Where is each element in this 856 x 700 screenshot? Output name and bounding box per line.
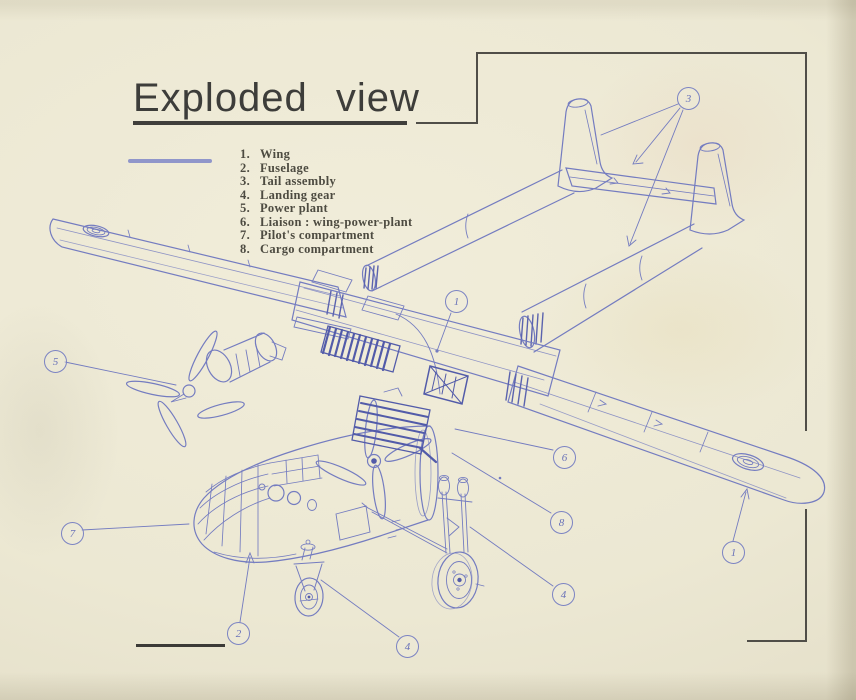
- liaison-mount: [423, 365, 469, 405]
- legend-label: Tail assembly: [260, 174, 337, 188]
- leader-lines: [64, 103, 750, 638]
- main-landing-gear: [361, 474, 485, 610]
- legend-item: 1. Wing: [232, 147, 413, 162]
- callout-4-nose-gear: 4: [396, 635, 419, 658]
- engine-left: [125, 330, 287, 448]
- page-title: Exploded view: [133, 76, 420, 120]
- center-wing-section: [291, 269, 561, 397]
- legend-number: 2.: [240, 160, 250, 175]
- legend-item: 4. Landing gear: [232, 187, 413, 203]
- legend-item: 6. Liaison : wing-power-plant: [232, 214, 413, 230]
- callout-1-wing-right: 1: [722, 541, 745, 564]
- legend-label: Wing: [260, 147, 291, 161]
- legend-number: 6.: [240, 214, 250, 229]
- callout-8-cargo-compartment: 8: [550, 511, 573, 534]
- callout-7-pilots-compartment: 7: [61, 522, 84, 545]
- title-block: Exploded view: [133, 78, 420, 125]
- legend-number: 3.: [240, 174, 250, 188]
- legend-number: 8.: [240, 241, 250, 256]
- legend-label: Fuselage: [260, 160, 309, 175]
- legend-number: 1.: [240, 147, 250, 161]
- aircraft-drawing: [49, 98, 826, 638]
- engine-center: [315, 387, 438, 520]
- legend-label: Power plant: [260, 201, 328, 215]
- legend-number: 7.: [240, 228, 250, 242]
- callout-6-liaison: 6: [553, 446, 576, 469]
- legend-item: 5. Power plant: [232, 201, 413, 216]
- legend-label: Liaison : wing-power-plant: [260, 214, 413, 229]
- legend-label: Landing gear: [260, 187, 336, 202]
- callout-1-wing-center: 1: [445, 290, 468, 313]
- legend-color-dash: [128, 159, 212, 163]
- callout-4-main-gear: 4: [552, 583, 575, 606]
- callout-5-power-plant: 5: [44, 350, 67, 373]
- callout-2-fuselage: 2: [227, 622, 250, 645]
- legend-item: 8. Cargo compartment: [232, 241, 413, 257]
- legend-label: Pilot's compartment: [260, 228, 375, 242]
- tail-assembly: [361, 98, 746, 353]
- right-wing: [505, 365, 826, 504]
- scale-bar: [136, 644, 225, 647]
- diagram-frame: [416, 52, 807, 642]
- nose-landing-gear: [293, 539, 325, 617]
- title-underline: [133, 121, 407, 125]
- legend-number: 4.: [240, 187, 250, 202]
- legend-item: 2. Fuselage: [232, 160, 413, 176]
- legend-item: 7. Pilot's compartment: [232, 228, 413, 243]
- legend-number: 5.: [240, 201, 250, 215]
- legend-label: Cargo compartment: [260, 241, 374, 256]
- parts-legend: 1. Wing 2. Fuselage 3. Tail assembly 4. …: [232, 147, 413, 257]
- left-wing: [49, 218, 352, 340]
- legend-item: 3. Tail assembly: [232, 174, 413, 189]
- callout-3-tail-assembly: 3: [677, 87, 700, 110]
